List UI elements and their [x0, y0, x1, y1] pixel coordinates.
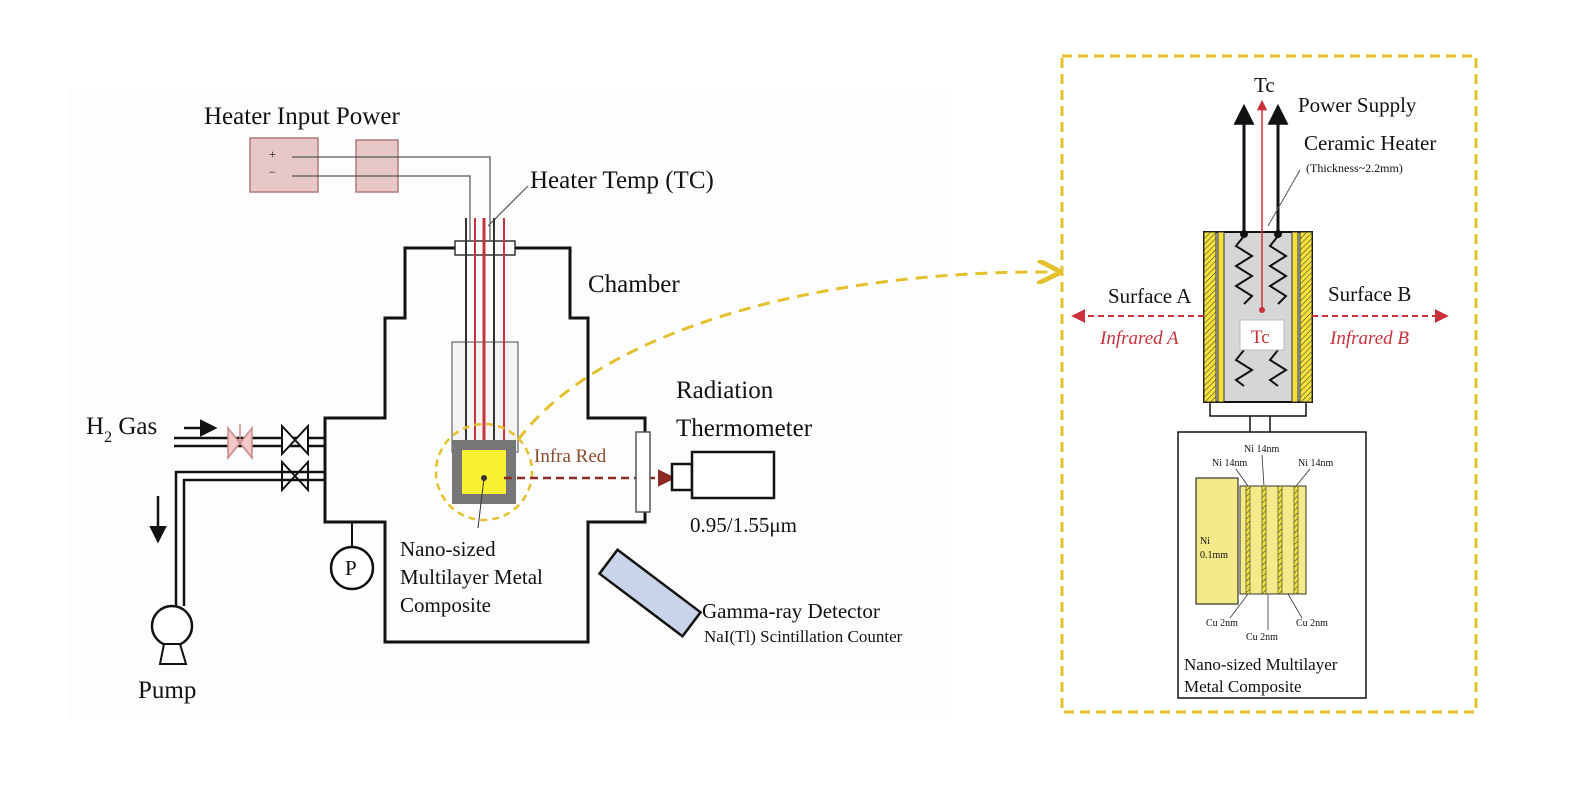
wavelength-label: 0.95/1.55μm — [690, 513, 797, 537]
power-plus-label: + — [269, 147, 276, 161]
gas-control-valve — [227, 424, 253, 461]
ni-right-leader — [1295, 468, 1311, 487]
heating-element-right-lower — [1268, 349, 1288, 387]
pressure-gauge-label: P — [345, 556, 357, 580]
gas-shutoff-valve — [281, 423, 309, 457]
chamber-label: Chamber — [588, 271, 680, 298]
ni-substrate-layer — [1195, 477, 1239, 605]
surface-b-inner-layer — [1291, 231, 1299, 403]
composite-label-line1: Nano-sized Multilayer — [1184, 655, 1338, 674]
surface-b-layer — [1299, 231, 1313, 403]
sample-highlight-circle — [434, 422, 534, 522]
surface-a-inner-layer — [1217, 231, 1225, 403]
ceramic-heater-leader — [1267, 169, 1301, 227]
surface-b-label: Surface B — [1328, 282, 1411, 306]
infrared-b-label: Infrared B — [1329, 328, 1409, 349]
heating-element-right-upper — [1268, 235, 1288, 305]
radiation-thermometer-line2: Thermometer — [676, 415, 813, 442]
chamber-outline — [323, 246, 647, 644]
tc-inner-box — [1239, 319, 1285, 351]
ni-substrate-label-line1: Ni — [1200, 536, 1210, 547]
sample-label-line3: Composite — [400, 593, 491, 617]
tc-top-label: Tc — [1254, 73, 1275, 97]
ni-left-leader — [1235, 468, 1249, 487]
detail-connector-arrow — [516, 272, 1054, 441]
cu-left-leader — [1229, 593, 1249, 619]
gas-label-h: H2 Gas — [86, 413, 157, 446]
surface-a-layer — [1203, 231, 1217, 403]
right-detail-panel: Tc Power Supply Ceramic Heater (Thicknes… — [1060, 54, 1478, 714]
viewport-window — [635, 431, 651, 513]
pump-label: Pump — [138, 677, 196, 704]
ni-14nm-left-label: Ni 14nm — [1212, 458, 1248, 469]
power-minus-label: − — [269, 165, 276, 179]
lead-junction-right — [1274, 230, 1282, 238]
heater-input-power-label: Heater Input Power — [204, 103, 400, 130]
pressure-gauge — [329, 545, 375, 591]
radiation-thermometer-body — [690, 450, 776, 500]
gamma-ray-detector — [597, 547, 703, 639]
tc-junction — [1259, 307, 1265, 313]
heating-element-left-lower — [1234, 349, 1254, 387]
cu-2nm-right-label: Cu 2nm — [1296, 618, 1328, 629]
infrared-a-label: Infrared A — [1099, 328, 1179, 349]
surface-a-label: Surface A — [1108, 284, 1192, 308]
sample-label-line2: Multilayer Metal — [400, 565, 543, 589]
multilayer-stack — [1239, 485, 1307, 595]
cu-right-leader — [1287, 593, 1303, 619]
ni-center-leader — [1261, 454, 1265, 487]
radiation-thermometer-line1: Radiation — [676, 377, 774, 404]
heating-element-left-upper — [1234, 235, 1254, 305]
nai-counter-label: NaI(Tl) Scintillation Counter — [704, 627, 903, 646]
ni-14nm-center-label: Ni 14nm — [1244, 444, 1280, 455]
sample-label-line1: Nano-sized — [400, 537, 496, 561]
lead-junction-left — [1240, 230, 1248, 238]
ni-14nm-right-label: Ni 14nm — [1298, 458, 1334, 469]
ni-substrate-label-line2: 0.1mm — [1200, 550, 1228, 561]
power-supply-label: Power Supply — [1298, 93, 1417, 117]
thermometer-lens — [670, 462, 694, 492]
composite-label-line2: Metal Composite — [1184, 677, 1302, 696]
pump-line-outer — [174, 470, 325, 606]
power-meter-box — [249, 137, 319, 193]
left-panel: Heater Input Power + − Heater Temp (TC) … — [68, 88, 950, 720]
power-wire-lower — [292, 175, 471, 240]
zoom-bracket-stem — [1249, 416, 1271, 432]
cu-2nm-center-label: Cu 2nm — [1246, 632, 1278, 643]
multilayer-sample — [462, 450, 506, 494]
power-wire-upper — [292, 156, 491, 240]
power-supply-box — [355, 139, 399, 193]
pump-line-inner — [182, 478, 325, 606]
cu-2nm-left-label: Cu 2nm — [1206, 618, 1238, 629]
tc-inner-label: Tc — [1251, 327, 1270, 348]
zoom-bracket — [1209, 402, 1307, 417]
infra-red-label: Infra Red — [534, 446, 607, 467]
pump-base — [158, 643, 188, 665]
thickness-label: (Thickness~2.2mm) — [1306, 161, 1403, 175]
gamma-detector-label: Gamma-ray Detector — [702, 599, 880, 623]
sample-leader — [477, 477, 485, 529]
pump-body — [150, 604, 194, 648]
heater-temp-label: Heater Temp (TC) — [530, 167, 714, 194]
ceramic-heater-label: Ceramic Heater — [1304, 131, 1436, 155]
